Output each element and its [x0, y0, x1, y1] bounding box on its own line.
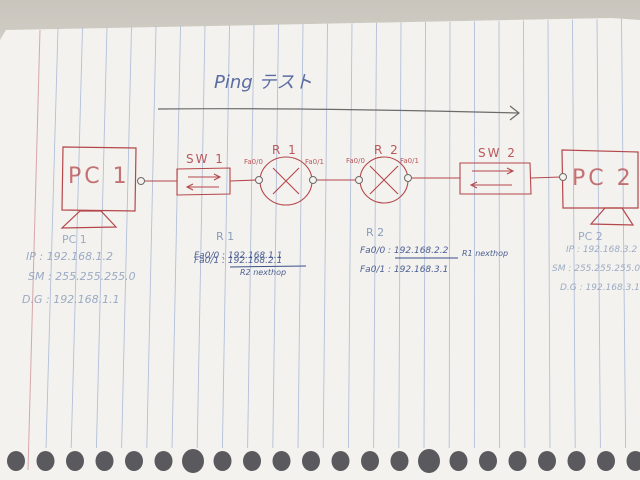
r1-label: R 1 — [272, 143, 298, 157]
port-r1-fa01 — [309, 176, 317, 184]
r1-port-left-label: Fa0/0 — [244, 158, 263, 166]
r2-port-left-label: Fa0/0 — [346, 157, 365, 165]
punch-hole — [626, 451, 640, 471]
punch-hole — [302, 451, 320, 471]
ruled-line — [297, 23, 304, 449]
punch-hole — [331, 451, 350, 471]
punch-hole — [95, 451, 114, 471]
punch-holes — [7, 449, 640, 473]
r1-port-right-label: Fa0/1 — [305, 158, 324, 166]
punch-hole — [538, 451, 556, 471]
ruled-line — [398, 22, 402, 449]
paper-sheet — [0, 18, 640, 480]
punch-hole — [66, 451, 84, 471]
margin-line — [27, 29, 41, 471]
ruled-lines — [45, 18, 627, 449]
r1-fa01-ip: Fa0/1 : 192.168.2.1 — [194, 256, 283, 266]
port-markers — [137, 173, 567, 185]
network-links — [141, 176, 562, 182]
ruled-line — [498, 20, 501, 449]
pc1-notes-heading: PC 1 — [62, 233, 87, 246]
ruled-line — [146, 26, 157, 449]
punch-hole — [125, 451, 143, 471]
punch-hole — [449, 451, 468, 471]
port-pc1 — [137, 177, 145, 185]
r2-nexthop-note: R1 nexthop — [462, 249, 509, 258]
ruled-line — [70, 27, 83, 449]
punch-hole — [154, 451, 173, 471]
r2-port-right-label: Fa0/1 — [400, 157, 419, 165]
r1-nexthop-note: R2 nexthop — [240, 268, 287, 277]
pc1-computer-icon — [60, 146, 137, 229]
ruled-line — [523, 20, 526, 449]
ruled-line — [171, 25, 181, 449]
r2-fa00-ip: Fa0/0 : 192.168.2.2 — [360, 246, 449, 256]
ruled-line — [196, 25, 206, 449]
punch-hole — [597, 451, 615, 471]
pc2-dg: D.G : 192.168.3.1 — [560, 283, 640, 293]
link-sw2-pc2 — [530, 176, 562, 179]
r1-fa00-ip: Fa0/0 : 192.168.1.1 — [194, 251, 283, 261]
r2-notes-heading: R 2 — [366, 226, 385, 239]
sw1-switch-icon — [176, 167, 231, 196]
ruled-line — [221, 25, 230, 449]
port-r2-fa00 — [355, 176, 363, 184]
pc1-sm: SM : 255.255.255.0 — [28, 270, 136, 283]
ruled-line — [423, 21, 426, 449]
punch-hole — [390, 451, 409, 471]
ruled-line — [45, 27, 59, 449]
punch-hole — [567, 451, 586, 471]
r1-notes-heading: R 1 — [216, 230, 235, 243]
ruled-line — [547, 19, 551, 449]
sw2-switch-icon — [459, 162, 532, 195]
pc2-computer-icon — [561, 149, 639, 226]
punch-hole — [272, 451, 291, 471]
pc2-ip: IP : 192.168.3.2 — [566, 245, 638, 255]
punch-hole — [182, 449, 204, 473]
ruled-line — [247, 24, 255, 449]
punch-hole — [479, 451, 497, 471]
r2-label: R 2 — [374, 143, 400, 157]
punch-hole — [508, 451, 527, 471]
ruled-line — [322, 23, 328, 449]
punch-hole — [213, 451, 232, 471]
diagram-title: Ping テスト — [214, 72, 313, 93]
ruled-line — [448, 21, 451, 449]
ruled-line — [596, 19, 601, 449]
ruled-line — [373, 22, 377, 449]
direction-arrow — [157, 105, 520, 121]
port-r1-fa00 — [255, 176, 263, 184]
ruled-line — [121, 26, 132, 449]
r2-fa01-ip: Fa0/1 : 192.168.3.1 — [360, 265, 449, 275]
link-sw1-r1 — [229, 179, 257, 182]
punch-hole — [7, 451, 25, 471]
punch-hole — [361, 451, 379, 471]
punch-hole — [243, 451, 261, 471]
r1-nexthop-underline — [229, 265, 307, 268]
sw1-label: SW 1 — [186, 152, 225, 166]
port-r2-fa01 — [404, 174, 412, 182]
ruled-line — [95, 27, 108, 449]
port-pc2 — [559, 173, 567, 181]
ruled-line — [272, 24, 279, 449]
pc1-dg: D.G : 192.168.1.1 — [22, 293, 120, 306]
ruled-line — [621, 18, 627, 449]
pc1-ip: IP : 192.168.1.2 — [26, 250, 114, 263]
sw2-label: SW 2 — [478, 146, 517, 160]
pc1-label: PC 1 — [68, 164, 130, 189]
pc2-label: PC 2 — [572, 166, 634, 191]
pc2-sm: SM : 255.255.255.0 — [552, 264, 640, 274]
ruled-line — [347, 23, 353, 449]
ruled-line — [572, 19, 576, 449]
punch-hole — [418, 449, 440, 473]
punch-hole — [36, 451, 55, 471]
pc2-notes-heading: PC 2 — [578, 230, 603, 243]
